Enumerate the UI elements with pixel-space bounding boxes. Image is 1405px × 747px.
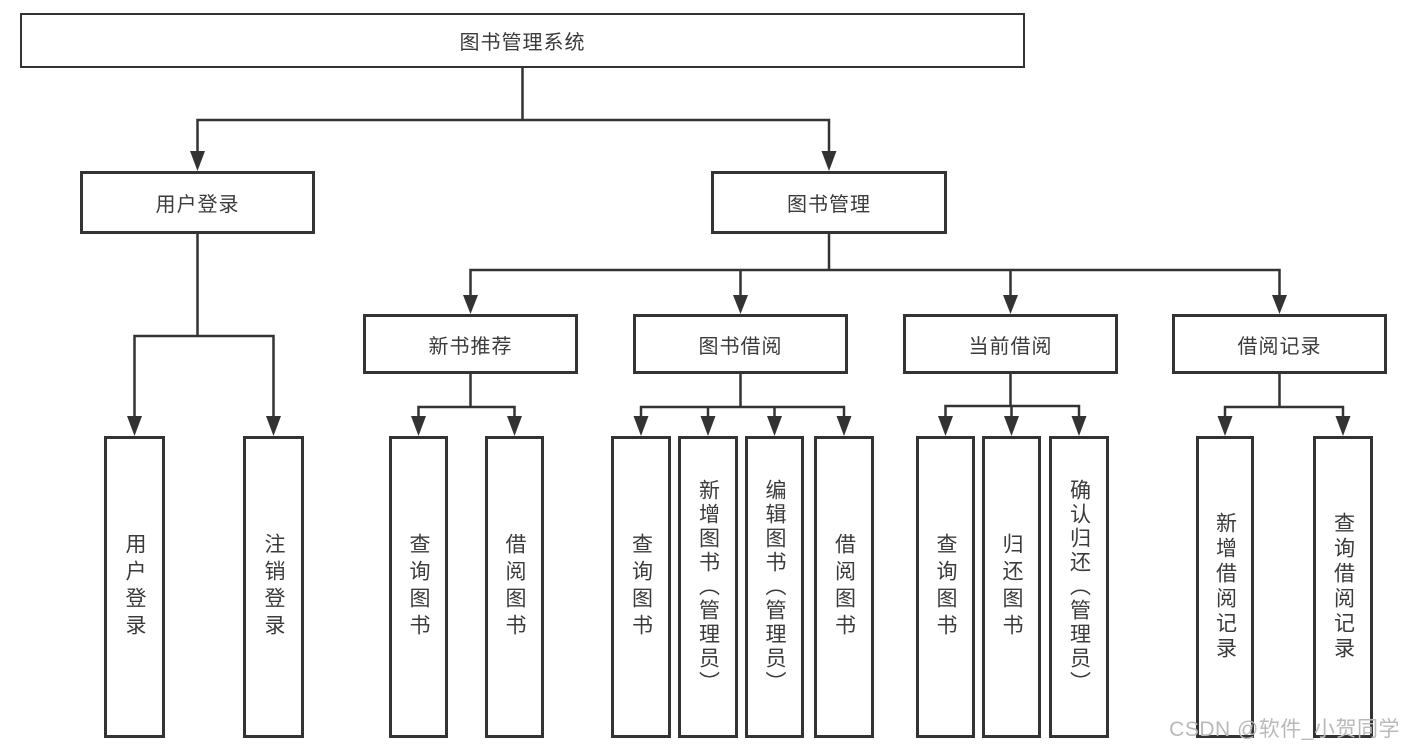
leaf-query-borrow-record: 查询借阅记录 — [1313, 436, 1373, 738]
node-book-borrowing: 图书借阅 — [633, 314, 848, 374]
watermark: CSDN @软件_小贺同学 — [1169, 718, 1400, 741]
leaf-borrow-books-borrowing: 借阅图书 — [814, 436, 874, 738]
leaf-borrow-books-recommend: 借阅图书 — [485, 436, 544, 738]
leaf-add-borrow-record: 新增借阅记录 — [1196, 436, 1254, 738]
leaf-edit-book-admin: 编辑图书（管理员） — [745, 436, 804, 738]
leaf-query-books-current: 查询图书 — [916, 436, 975, 738]
node-current-borrowing: 当前借阅 — [903, 314, 1118, 374]
node-user-login: 用户登录 — [80, 171, 315, 234]
leaf-logout: 注销登录 — [243, 436, 304, 738]
leaf-query-books-borrowing: 查询图书 — [611, 436, 671, 738]
node-library-system: 图书管理系统 — [20, 13, 1025, 68]
leaf-add-book-admin: 新增图书（管理员） — [678, 436, 738, 738]
node-book-management: 图书管理 — [711, 171, 947, 234]
leaf-return-books: 归还图书 — [982, 436, 1041, 738]
leaf-query-books-recommend: 查询图书 — [389, 436, 448, 738]
node-borrowing-records: 借阅记录 — [1172, 314, 1387, 374]
node-new-book-recommend: 新书推荐 — [363, 314, 578, 374]
leaf-user-login: 用户登录 — [104, 436, 165, 738]
leaf-confirm-return-admin: 确认归还（管理员） — [1049, 436, 1109, 738]
